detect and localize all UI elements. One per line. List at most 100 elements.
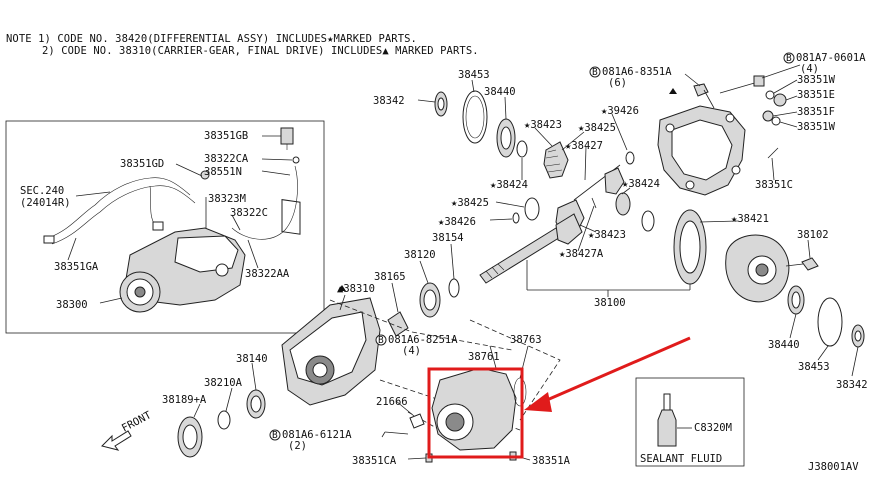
bolt-symbol-0601 <box>783 52 795 64</box>
part-38761-hub <box>445 412 465 432</box>
leader <box>621 187 631 195</box>
part-38453-top <box>462 90 488 144</box>
bolt-symbol-6121 <box>269 429 281 441</box>
leader <box>419 260 429 284</box>
leader <box>817 345 829 361</box>
label-38424-a: ★38424 <box>490 179 528 191</box>
bolt-symbol-text: B <box>378 335 384 346</box>
carrier-group: ▲38310 <box>281 283 381 406</box>
leader <box>67 237 77 261</box>
label-38453-top: 38453 <box>458 69 490 81</box>
front-label: FRONT <box>120 409 154 435</box>
leader <box>391 282 399 313</box>
leader <box>785 95 798 101</box>
leader <box>789 313 797 339</box>
label-38140: 38140 <box>236 353 268 365</box>
leader <box>175 163 203 177</box>
part-bolt-6121A <box>384 431 409 435</box>
leader <box>771 157 775 181</box>
bolt-symbol-text: B <box>272 430 278 441</box>
inset-connector <box>43 235 55 244</box>
inset-connector-2 <box>152 221 164 231</box>
label-38322AA: 38322AA <box>245 268 290 280</box>
part-38421-ring-gear-inner <box>679 220 701 274</box>
leader <box>395 400 415 417</box>
label-38154: 38154 <box>432 232 464 244</box>
label-38351C: 38351C <box>755 179 793 191</box>
leader <box>773 79 798 94</box>
label-sealant-caption: SEALANT FLUID <box>640 453 722 465</box>
part-38440-top-inner <box>500 126 512 150</box>
highlight-arrow-head <box>524 392 552 412</box>
label-38427: ★38427 <box>565 140 603 152</box>
bolt-symbol-8351 <box>589 66 601 78</box>
label-38323M: 38323M <box>208 193 246 205</box>
leader <box>772 111 798 117</box>
highlight-annotation <box>427 336 691 459</box>
front-arrow-icon <box>101 430 132 451</box>
note-line-1: NOTE 1) CODE NO. 38420(DIFFERENTIAL ASSY… <box>6 33 417 45</box>
part-38426-b <box>512 212 520 224</box>
carrier-bore-inner <box>312 362 328 378</box>
leader <box>684 73 701 87</box>
pinion-seal-group: 38342 38453 38440 <box>373 69 516 158</box>
part-38351W-b <box>771 116 781 126</box>
label-38342-top: 38342 <box>373 95 405 107</box>
dashed-guide <box>469 319 561 421</box>
label-38100: 38100 <box>594 297 626 309</box>
label-38322CA: 38322CA <box>204 153 249 165</box>
pinion-bearing-group: 38154 38120 38165 <box>374 232 464 337</box>
bolt-symbol-text: B <box>592 67 598 78</box>
part-38165 <box>387 311 409 337</box>
leader <box>584 146 587 181</box>
sealant-tube-icon <box>657 409 677 447</box>
inset-clip <box>292 156 300 164</box>
label-38351E: 38351E <box>797 89 835 101</box>
label-38440-bot: 38440 <box>768 339 800 351</box>
part-38453-top-inner <box>465 95 485 139</box>
inset-sensor <box>280 127 294 145</box>
label-38351W-a: 38351W <box>797 74 836 86</box>
rear-cover-group: B B 081A6-8351A (6) 081A7-0601A (4) 3835… <box>589 52 866 196</box>
assembly-inset: 38351GB 38351GD 38322CA 38551N SEC.240 (… <box>5 120 325 334</box>
leader <box>381 431 386 438</box>
label-38120: 38120 <box>404 249 436 261</box>
part-38440-bot-inner <box>791 291 801 309</box>
label-sec-ref: (24014R) <box>20 197 71 209</box>
triangle-mark <box>669 88 677 94</box>
leader <box>489 218 513 221</box>
leader <box>577 205 595 252</box>
label-bolt-8351A: 081A6-8351A <box>602 66 672 78</box>
leader <box>611 113 628 151</box>
diff-case-hub <box>755 263 769 277</box>
inset-breather <box>200 170 210 180</box>
part-38763-oring <box>513 377 527 407</box>
label-bolt-0601A: 081A7-0601A <box>796 52 866 64</box>
triangle-mark <box>338 285 346 291</box>
inset-side-seal <box>215 263 229 277</box>
label-38351GA: 38351GA <box>54 261 99 273</box>
part-38100-shaft <box>479 227 563 284</box>
leader <box>761 64 801 79</box>
label-38426-b: ★38426 <box>438 216 476 228</box>
label-39426: ★39426 <box>601 105 639 117</box>
cover-bolt-hole <box>725 113 735 123</box>
leader <box>561 131 585 151</box>
part-38425-b <box>615 192 631 216</box>
dashed-guide <box>329 299 513 351</box>
inset-hose <box>231 165 298 240</box>
label-38102: 38102 <box>797 229 829 241</box>
part-rear-cover-face <box>671 119 733 181</box>
label-38210A: 38210A <box>204 377 243 389</box>
part-38426-a <box>625 151 635 165</box>
leader <box>193 403 201 418</box>
leader <box>261 170 291 176</box>
sealant-frame <box>635 377 745 467</box>
label-sec-240: SEC.240 <box>20 185 64 197</box>
part-38342-bot-inner <box>854 330 862 342</box>
leader <box>417 99 436 103</box>
label-bolt-8251A-qty: (4) <box>402 345 421 357</box>
label-38322C: 38322C <box>230 207 268 219</box>
inset-flange-hub <box>134 286 146 298</box>
label-bolt-0601A-qty: (4) <box>800 63 819 75</box>
